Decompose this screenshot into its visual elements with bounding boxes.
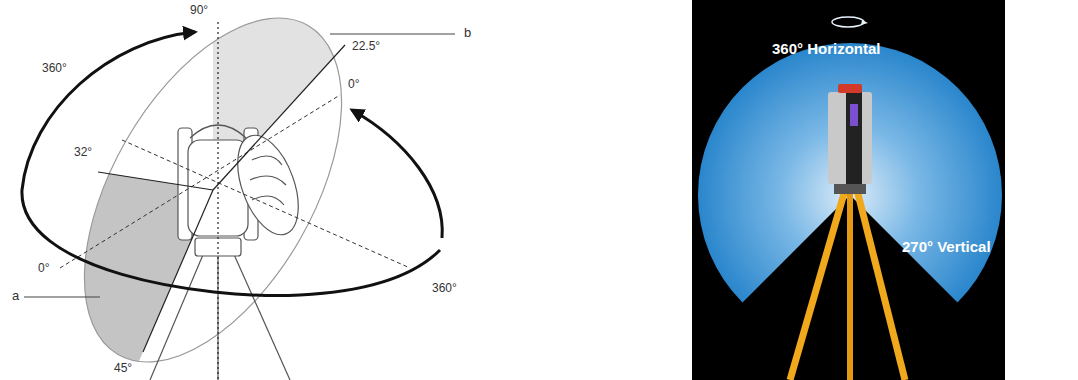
rotation-icon (832, 17, 868, 27)
tripod (790, 182, 905, 380)
cross-axis (122, 140, 410, 268)
range-label: 270° Vertical (900, 238, 993, 255)
photo-panel (692, 0, 1005, 380)
angle-label: 45° (112, 362, 134, 376)
angle-line (98, 172, 213, 190)
angle-label: 360° (40, 62, 69, 76)
fov-ellipse (31, 0, 394, 380)
angle-line (213, 45, 345, 190)
field-of-view-plane (0, 0, 420, 380)
angle-label: 360° (430, 282, 459, 296)
range-label: 360° Horizontal (770, 40, 883, 57)
callout-letter: a (10, 289, 21, 304)
zero-axis (60, 95, 340, 268)
vertical-axis (217, 22, 218, 380)
angle-label: 32° (72, 146, 94, 160)
angle-label: 90° (188, 4, 210, 18)
callout-letter: b (462, 26, 473, 41)
scanner-device (828, 84, 872, 184)
angle-line (143, 190, 213, 352)
rotation-arrow (352, 110, 442, 238)
angle-label: 0° (346, 78, 361, 92)
leader-line (330, 34, 455, 35)
rotation-arrow (22, 32, 440, 296)
angle-label: 0° (36, 262, 51, 276)
angle-label: 22.5° (350, 40, 382, 54)
leader-line (24, 297, 100, 298)
